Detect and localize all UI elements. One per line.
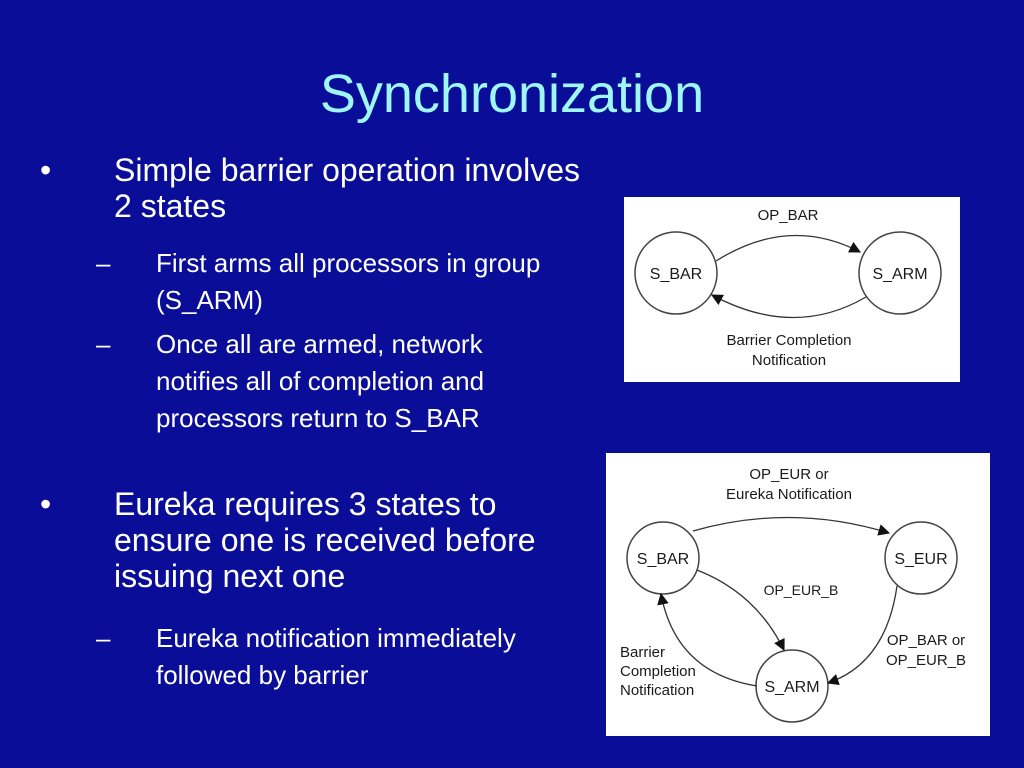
- transition-arrow: [696, 569, 785, 652]
- sub-bullet-text: First arms all processors in group (S_AR…: [156, 248, 541, 315]
- transition-label: Barrier: [620, 644, 665, 661]
- transition-label: OP_EUR_B: [886, 652, 966, 669]
- bullet-marker: •: [40, 486, 52, 522]
- transition-arrow: [692, 516, 891, 536]
- state-label: S_BAR: [637, 551, 689, 568]
- transition-label: Notification: [620, 682, 694, 699]
- bullet-text: Simple barrier operation involves 2 stat…: [114, 152, 580, 224]
- transition-arrow: [826, 585, 898, 686]
- transition-label: OP_EUR_B: [764, 582, 839, 598]
- state-label: S_BAR: [650, 266, 702, 283]
- sub-bullet-text: Eureka notification immediately followed…: [156, 623, 516, 690]
- transition-label: OP_EUR or: [749, 466, 828, 483]
- transition-arrow: [710, 294, 867, 319]
- bullet-marker: •: [40, 152, 52, 188]
- state-label: S_EUR: [894, 551, 947, 568]
- state-node: [634, 231, 718, 315]
- transition-label: Completion: [620, 663, 696, 680]
- sub-bullet-marker: –: [96, 329, 111, 359]
- state-label: S_ARM: [764, 679, 819, 696]
- state-label: S_ARM: [872, 266, 927, 283]
- sub-bullet-marker: –: [96, 623, 111, 653]
- transition-label: Notification: [752, 352, 826, 369]
- transition-arrow: [715, 234, 862, 262]
- transition-label: OP_BAR or: [887, 632, 965, 649]
- sub-bullet-text: Once all are armed, network notifies all…: [156, 329, 485, 433]
- transition-label: OP_BAR: [758, 207, 819, 224]
- state-node: [884, 521, 958, 595]
- state-node: [858, 231, 942, 315]
- transition-arrow: [657, 592, 758, 687]
- slide-title: Synchronization: [319, 64, 705, 124]
- eureka-state-diagram: S_BAR S_EUR S_ARM OP_EUR or Eureka Notif…: [606, 453, 990, 736]
- barrier-state-diagram: S_BAR S_ARM OP_BAR Barrier Completion No…: [624, 197, 960, 382]
- bullet-text: Eureka requires 3 states to ensure one i…: [114, 486, 536, 594]
- transition-label: Barrier Completion: [726, 332, 851, 349]
- sub-bullet-marker: –: [96, 248, 111, 278]
- transition-label: Eureka Notification: [726, 486, 852, 503]
